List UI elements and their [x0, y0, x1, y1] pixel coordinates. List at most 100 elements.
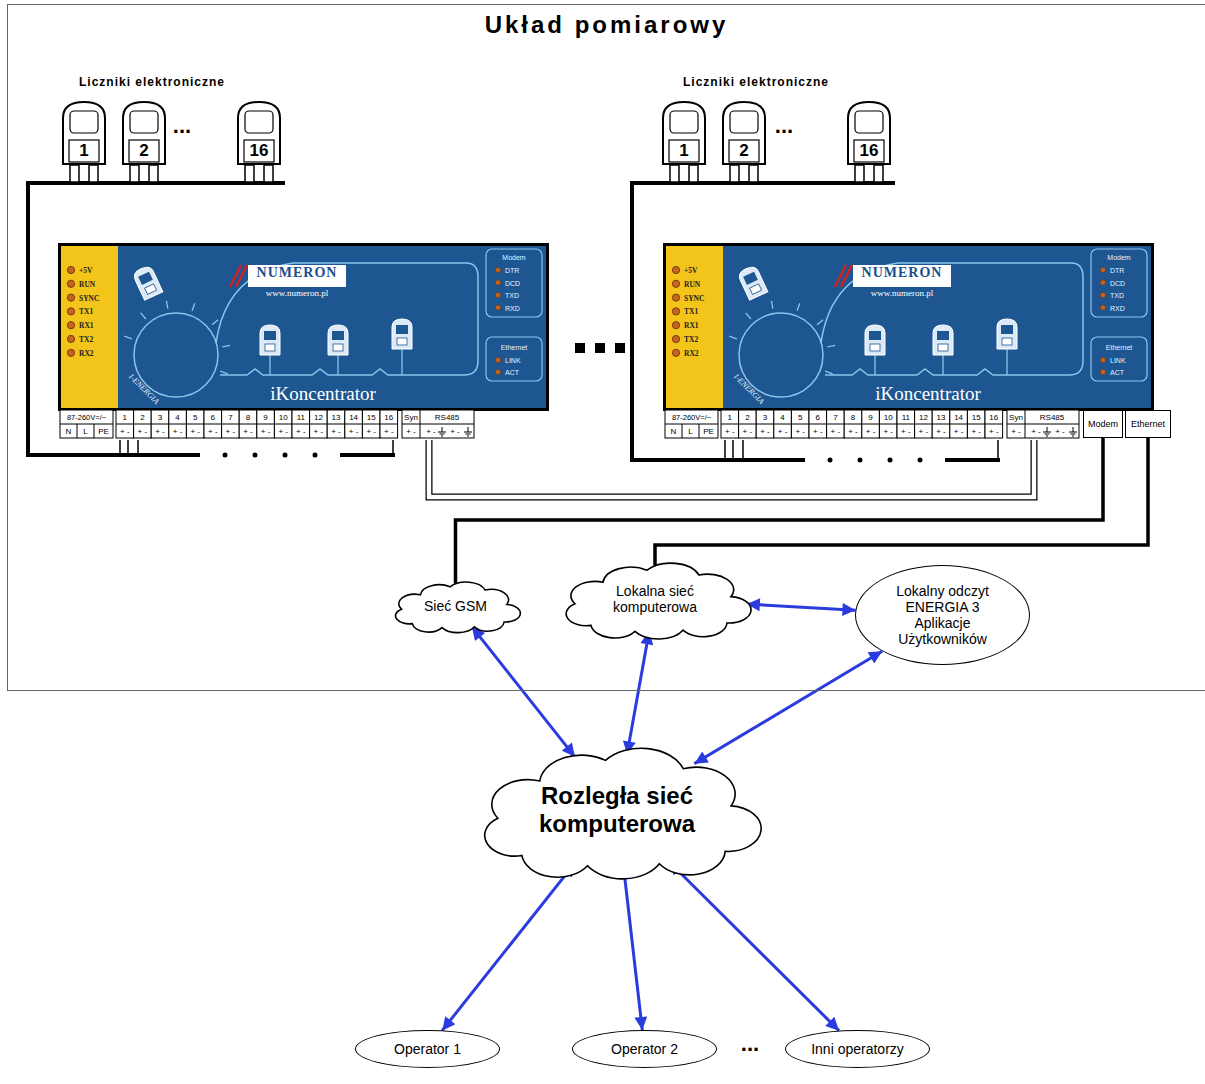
- meter-icon-body: [865, 325, 885, 355]
- terminal-number: 13: [937, 413, 946, 422]
- meter-icon: [328, 325, 348, 355]
- meter-icon-box: [397, 338, 407, 345]
- terminal-divider: [1007, 424, 1079, 425]
- meter-icon-body: [392, 319, 412, 349]
- status-led: [672, 266, 679, 273]
- ground-bar: [1045, 434, 1050, 435]
- status-led: [67, 308, 74, 315]
- terminal-strip: [665, 410, 1079, 438]
- pin-polarity: + -: [760, 427, 770, 436]
- terminal-number: 3: [763, 413, 767, 422]
- meter-bus: [28, 183, 285, 455]
- led-label-panel: TXD: [505, 292, 519, 299]
- network-arrow: [623, 866, 642, 1030]
- meter-terminal-cell: [791, 410, 809, 438]
- terminal-number: 10: [884, 413, 893, 422]
- terminal-number: 10: [279, 413, 288, 422]
- meter-icon-body: [328, 325, 348, 355]
- meter-body: [238, 102, 280, 164]
- meter-icon-box: [145, 284, 157, 295]
- terminal-number: 12: [919, 413, 928, 422]
- status-led: [672, 294, 679, 301]
- ellipse-node: Inni operatorzy: [785, 1030, 930, 1068]
- led-label: RUN: [684, 279, 700, 288]
- power-terminal: [665, 410, 718, 438]
- meter-number-box: [669, 140, 699, 162]
- meter-face: [855, 111, 883, 133]
- ground-bar: [1043, 432, 1051, 433]
- pin-polarity: + -: [778, 427, 788, 436]
- meter-icon: [260, 325, 280, 355]
- cloud-shape: [566, 563, 751, 639]
- logo-mark: [835, 265, 852, 287]
- connector-group: [747, 604, 856, 610]
- meter-terminal-cell: [345, 410, 363, 438]
- terminal-number: 1: [728, 413, 732, 422]
- network-cloud: Sieć GSM: [388, 582, 523, 630]
- status-led: [67, 349, 74, 356]
- pin-polarity: + -: [138, 427, 148, 436]
- section-title: Układ pomiarowy: [8, 11, 1205, 39]
- modem-panel: [1091, 249, 1147, 317]
- energy-circle: [134, 313, 218, 397]
- port-box: Modem: [1083, 410, 1123, 438]
- pin-label: RS485: [1040, 413, 1064, 422]
- pin-polarity: + -: [120, 427, 130, 436]
- meter-number-box: [129, 140, 159, 162]
- terminal-divider: [94, 424, 95, 438]
- meter-face: [245, 111, 273, 133]
- meter-icon-body: [132, 265, 163, 301]
- energy-ray: [220, 371, 228, 374]
- ellipse-label: Operator 2: [611, 1041, 678, 1057]
- bus-dot: [858, 458, 863, 463]
- meter-icon-box: [938, 344, 948, 351]
- logo-mark: [230, 265, 247, 287]
- terminal-divider: [60, 424, 113, 425]
- meter-icon-face: [937, 331, 949, 340]
- meter-terminal: [730, 165, 739, 182]
- meter-terminal-cell: [915, 410, 933, 438]
- terminal-drop: [127, 440, 129, 455]
- supply-label: 87-260V=/~: [672, 413, 711, 422]
- pin-polarity: + -: [901, 427, 911, 436]
- meter-terminal-cell: [844, 410, 862, 438]
- pin-polarity: + -: [296, 427, 306, 436]
- led-label: +5V: [684, 266, 697, 275]
- pin-polarity: + -: [813, 427, 823, 436]
- ground-stem: [1073, 427, 1074, 432]
- meter-terminal-cell: [985, 410, 1003, 438]
- led-label: RX2: [79, 348, 94, 357]
- meter-terminal: [149, 165, 158, 182]
- terminal-number: 5: [193, 413, 197, 422]
- ellipsis: ...: [173, 113, 191, 139]
- led-label-panel: TXD: [1110, 292, 1124, 299]
- meter-terminal: [874, 165, 883, 182]
- pin-polarity: + -: [1031, 427, 1041, 436]
- energy-ray: [746, 313, 751, 319]
- meter-terminal-cell: [116, 410, 134, 438]
- network-cloud: Rozległa sieć komputerowa: [468, 748, 767, 872]
- terminal-number: 6: [211, 413, 215, 422]
- meter-bus: [632, 183, 895, 460]
- port-label: Modem: [1088, 419, 1118, 429]
- pin-polarity: + -: [243, 427, 253, 436]
- terminal-divider: [1025, 410, 1026, 438]
- pin-polarity: + -: [261, 427, 271, 436]
- meter-number: 1: [669, 140, 699, 162]
- meter-icon: [132, 265, 163, 301]
- led-panel: [666, 246, 723, 408]
- pin-polarity: + -: [795, 427, 805, 436]
- ground-stem: [468, 427, 469, 432]
- led-label: TX2: [79, 335, 93, 344]
- meter-node: 16: [845, 100, 893, 165]
- pin-polarity: + -: [743, 427, 753, 436]
- ellipse-node: Lokalny odczyt ENERGIA 3 Aplikacje Użytk…: [855, 565, 1030, 665]
- meter-icon-box: [870, 344, 880, 351]
- network-arrow: [442, 863, 575, 1030]
- meter-face: [730, 111, 758, 133]
- energy-ray: [825, 371, 833, 374]
- ground-bar: [438, 432, 446, 433]
- terminal-number: 14: [349, 413, 358, 422]
- meter-icon-body: [997, 319, 1017, 349]
